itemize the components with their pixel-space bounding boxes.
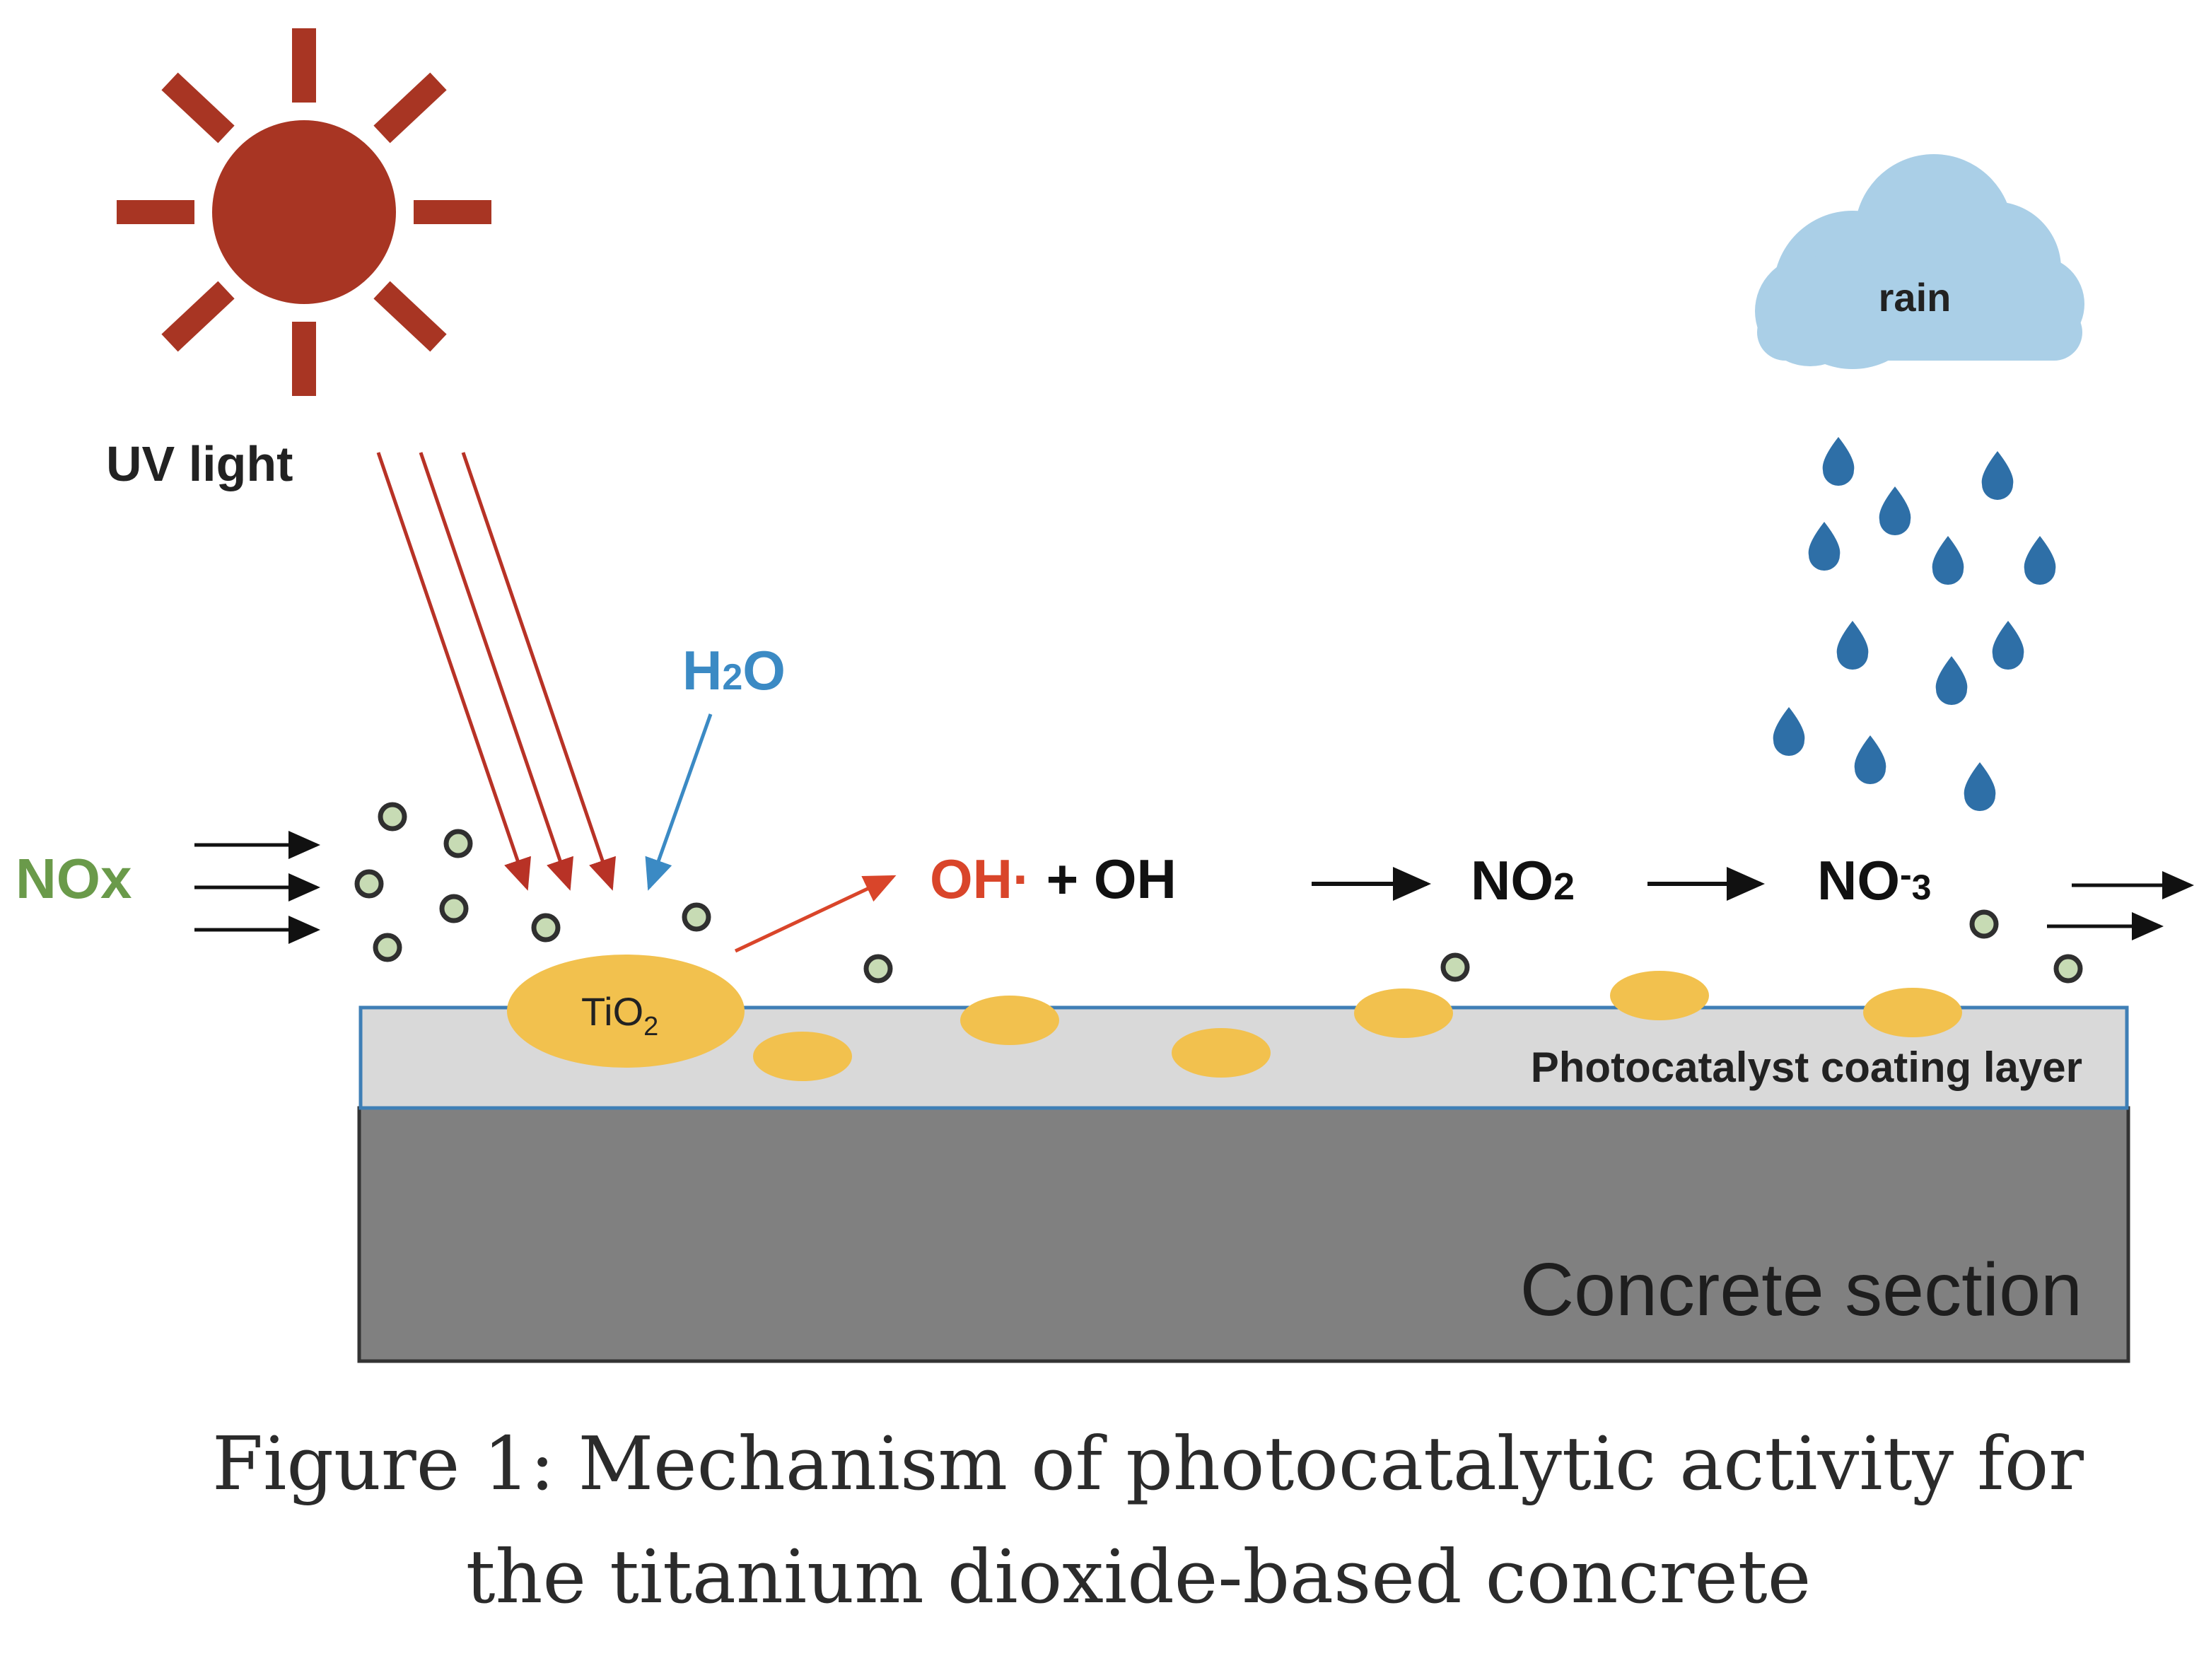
coating-label: Photocatalyst coating layer [1531,1044,2082,1091]
tio2-particle [1172,1028,1271,1078]
raindrop-icon [1836,621,1869,670]
tio2-particle [753,1032,852,1081]
raindrop-icon [1992,621,2024,670]
raindrop-icon [1964,762,1996,811]
raindrop-icon [1981,451,2014,500]
rain-label: rain [1879,275,1952,320]
tio2-main-particle [507,955,745,1068]
uv-ray [461,452,617,891]
nox-inflow-arrows [194,831,320,944]
caption-line-1: Figure 1: Mechanism of photocatalytic ac… [212,1421,2084,1507]
particle [531,913,561,943]
raindrop-icon [1808,522,1841,571]
caption-line-2: the titanium dioxide-based concrete [465,1534,1812,1620]
raindrop-icon [2024,536,2056,585]
no3-label: NO-3 [1817,849,1931,911]
particle [378,802,407,832]
figure-caption: Figure 1: Mechanism of photocatalytic ac… [212,1407,2084,1633]
h2o-label: H2O [682,639,786,701]
raindrop-icon [1879,486,1911,535]
particle [682,902,711,932]
tio2-to-oh-arrow [734,875,897,953]
h2o-arrow [645,713,713,891]
nox-label: NOx [16,847,132,910]
oh-radical: OH· [930,848,1031,910]
cloud-icon [1755,154,2084,369]
raindrop-icon [1854,735,1886,784]
uv-rays [376,452,617,891]
tio2-particles [753,971,1962,1081]
oh-reaction-label: OH· + OH [930,848,1177,910]
particle [863,954,893,984]
raindrops [1773,437,2056,811]
uv-ray [419,452,574,891]
raindrop-icon [1822,437,1855,486]
no2-label: NO2 [1471,849,1575,911]
particle [354,869,384,899]
particle [1440,952,1470,982]
tio2-label: TiO2 [581,989,658,1042]
particle [2053,954,2083,984]
outflow-arrows [2047,871,2194,940]
uv-light-label: UV light [106,436,293,491]
uv-ray [376,452,532,891]
sun-icon [117,28,491,396]
particle [443,829,473,858]
tio2-particle [960,996,1059,1045]
particle [373,933,402,962]
nox-particles [354,802,2083,984]
concrete-section [357,1106,2130,1363]
particle [1969,909,1999,939]
plus-oh: + OH [1031,848,1177,910]
tio2-particle [1354,988,1453,1038]
tio2-particle [1863,988,1962,1037]
raindrop-icon [1935,656,1968,705]
particle [439,894,469,923]
raindrop-icon [1932,536,1964,585]
concrete-label: Concrete section [1520,1248,2082,1331]
raindrop-icon [1773,707,1805,756]
tio2-particle [1610,971,1709,1020]
